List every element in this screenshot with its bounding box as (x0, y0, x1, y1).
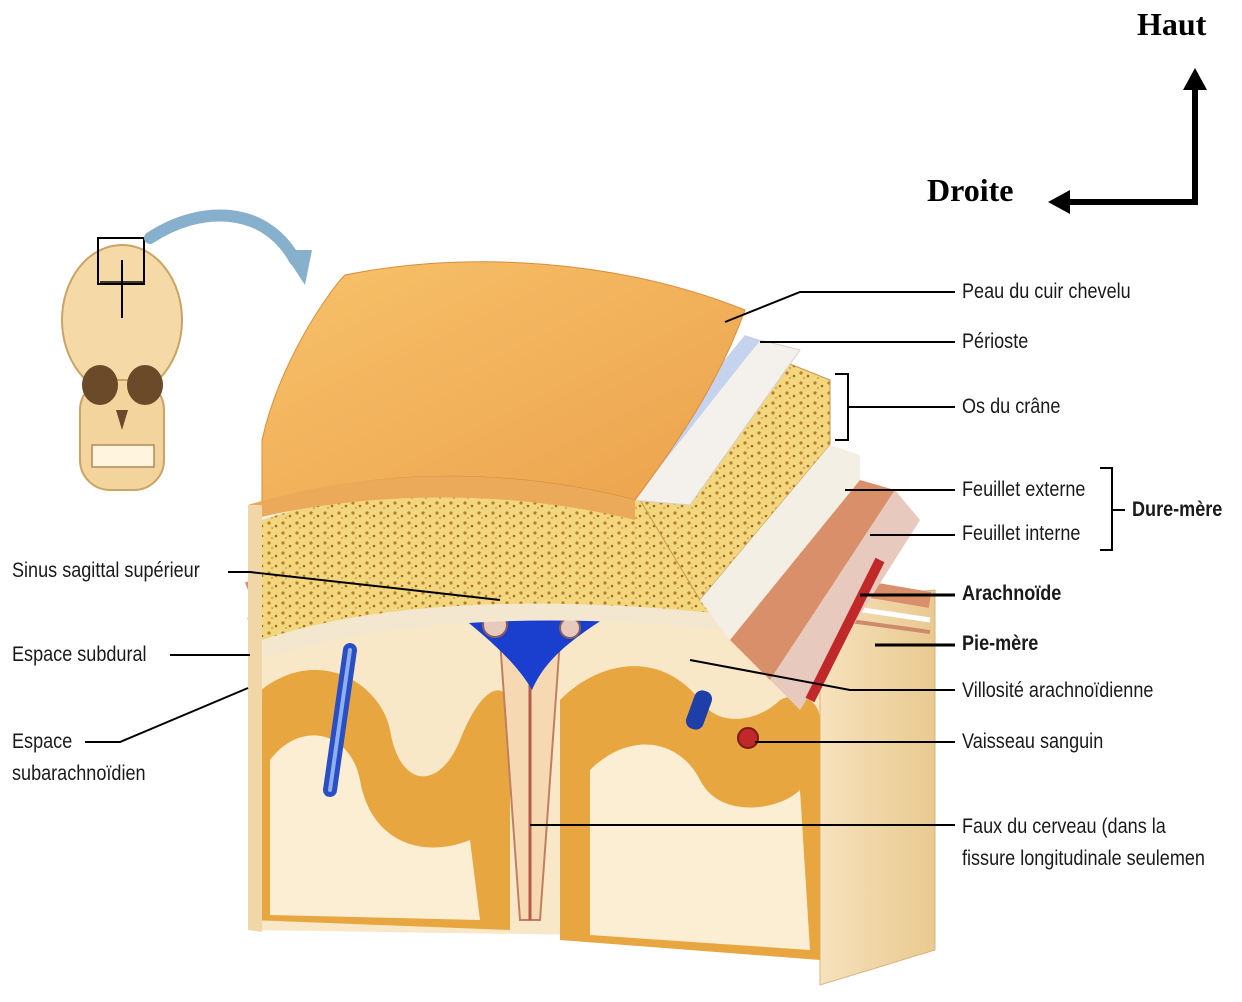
label-periosteum: Périoste (962, 330, 1028, 354)
up-arrow-head-icon (1183, 68, 1207, 90)
tissue-block (248, 262, 935, 985)
left-arrow-head-icon (1048, 190, 1070, 214)
label-inner-layer: Feuillet interne (962, 522, 1080, 546)
zoom-arrow (150, 215, 295, 260)
label-falx-line1: Faux du cerveau (dans la (962, 815, 1166, 839)
label-subdural-space: Espace subdural (12, 643, 147, 667)
label-subarachnoid-1: Espace (12, 730, 72, 754)
label-dura-mater: Dure-mère (1132, 498, 1222, 522)
right-direction-label: Droite (927, 172, 1013, 209)
skull-thumbnail (62, 238, 182, 490)
up-direction-label: Haut (1137, 6, 1206, 43)
orientation-arrows (1048, 68, 1207, 214)
label-arachnoid-villus: Villosité arachnoïdienne (962, 679, 1153, 703)
label-sagittal-sinus: Sinus sagittal supérieur (12, 559, 200, 583)
label-pia-mater: Pie-mère (962, 632, 1038, 656)
label-falx-line2: fissure longitudinale seulemen (962, 847, 1205, 871)
label-blood-vessel: Vaisseau sanguin (962, 730, 1103, 754)
label-scalp: Peau du cuir chevelu (962, 280, 1131, 304)
label-arachnoid: Arachnoïde (962, 582, 1061, 606)
label-subarachnoid-2: subarachnoïdien (12, 762, 146, 786)
label-skull-bone: Os du crâne (962, 395, 1060, 419)
label-outer-layer: Feuillet externe (962, 478, 1085, 502)
